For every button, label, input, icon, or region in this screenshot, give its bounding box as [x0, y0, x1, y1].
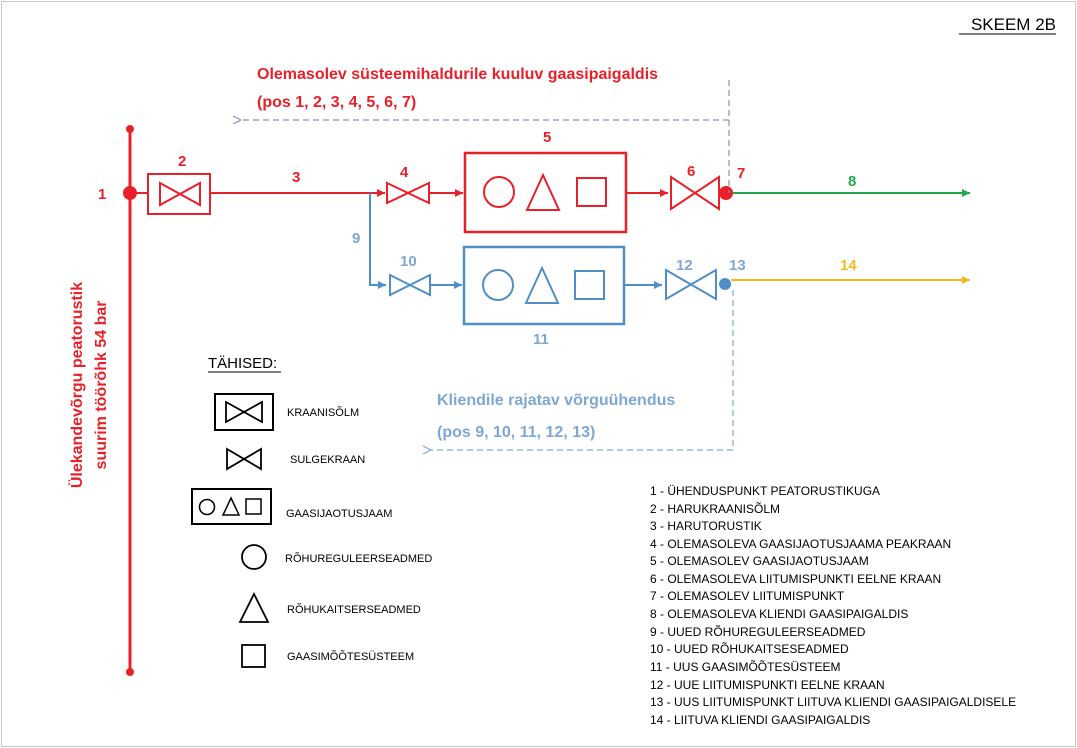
label-2: 2	[178, 153, 186, 170]
client-connection-title: Kliendile rajatav võrguühendus	[437, 392, 675, 409]
legend-label-pressure-regulators: RÕHUREGULEERSEADMED	[285, 552, 432, 565]
label-11: 11	[533, 331, 549, 348]
position-item: 8 - OLEMASOLEVA KLIENDI GAASIPAIGALDIS	[650, 607, 908, 621]
legend-heading: TÄHISED:	[208, 355, 277, 372]
gas-station-icon	[191, 488, 272, 525]
main-pipe-label-line1: Ülekandevõrgu peatorustik	[67, 282, 86, 488]
position-item: 3 - HARUTORUSTIK	[650, 519, 762, 533]
main-pipe-label-line2: suurim töörõhk 54 bar	[93, 301, 110, 470]
shutoff-valve-icon	[226, 447, 262, 471]
position-item: 1 - ÜHENDUSPUNKT PEATORUSTIKUGA	[650, 484, 880, 498]
pre-connection-valve-6	[670, 175, 720, 211]
position-item: 14 - LIITUVA KLIENDI GAASIPAIGALDIS	[650, 713, 870, 727]
label-14: 14	[840, 257, 857, 274]
client-connection-positions: (pos 9, 10, 11, 12, 13)	[437, 424, 595, 441]
position-item: 4 - OLEMASOLEVA GAASIJAOTUSJAAMA PEAKRAA…	[650, 537, 951, 551]
valve-assembly-icon	[214, 393, 274, 431]
label-6: 6	[687, 163, 695, 180]
pipeline-bottom-end	[126, 668, 134, 676]
main-pipe-label: Ülekandevõrgu peatorustik suurim töörõhk…	[67, 282, 110, 488]
circle-icon	[241, 544, 267, 570]
new-branch-pipe-9	[369, 193, 386, 289]
new-pre-connection-valve-12	[665, 268, 717, 301]
new-connection-point-13	[719, 278, 731, 290]
branch-valve-assembly	[147, 173, 211, 215]
legend-label-shutoff-valve: SULGEKRAAN	[290, 454, 365, 466]
position-item: 2 - HARUKRAANISÕLM	[650, 501, 780, 516]
position-item: 11 - UUS GAASIMÕÕTESÜSTEEM	[650, 659, 840, 674]
position-item: 7 - OLEMASOLEV LIITUMISPUNKT	[650, 589, 845, 603]
legend-label-valve-assembly: KRAANISÕLM	[287, 406, 359, 419]
legend-label-gas-metering: GAASIMÕÕTESÜSTEEM	[287, 650, 414, 663]
position-item: 6 - OLEMASOLEVA LIITUMISPUNKTI EELNE KRA…	[650, 572, 941, 586]
label-5: 5	[543, 129, 551, 146]
new-valve-10	[389, 273, 431, 297]
triangle-icon	[238, 591, 270, 623]
diagram-title: SKEEM 2B	[971, 15, 1056, 34]
label-1: 1	[98, 186, 106, 203]
position-item: 5 - OLEMASOLEV GAASIJAOTUSJAAM	[650, 554, 869, 568]
label-13: 13	[729, 257, 746, 274]
label-3: 3	[292, 169, 300, 186]
pipeline-top-end	[126, 125, 134, 133]
legend-label-pressure-protection: RÕHUKAITSERSEADMED	[287, 603, 421, 616]
square-icon	[241, 644, 266, 668]
label-7: 7	[737, 165, 745, 182]
position-item: 9 - UUED RÕHUREGULEERSEADMED	[650, 624, 866, 639]
label-12: 12	[676, 257, 693, 274]
existing-connection-point-7	[719, 186, 733, 200]
legend-label-gas-station: GAASIJAOTUSJAAM	[286, 508, 392, 520]
position-item: 12 - UUE LIITUMISPUNKTI EELNE KRAAN	[650, 678, 885, 692]
label-8: 8	[848, 173, 856, 190]
label-9: 9	[352, 230, 360, 247]
client-boundary-dashed	[430, 290, 734, 450]
label-4: 4	[400, 164, 409, 181]
main-valve-4	[386, 181, 430, 205]
position-item: 10 - UUED RÕHUKAITSESEADMED	[650, 641, 849, 656]
positions-list: 1 - ÜHENDUSPUNKT PEATORUSTIKUGA 2 - HARU…	[650, 484, 1016, 727]
symbols-legend: TÄHISED: KRAANISÕLM SULGEKRAAN GAASIJAOT…	[191, 355, 432, 668]
existing-installation-positions: (pos 1, 2, 3, 4, 5, 6, 7)	[257, 94, 416, 111]
position-item: 13 - UUS LIITUMISPUNKT LIITUVA KLIENDI G…	[650, 695, 1016, 709]
existing-installation-title: Olemasolev süsteemihaldurile kuuluv gaas…	[257, 66, 658, 83]
new-gas-station-11	[462, 245, 626, 326]
label-10: 10	[400, 253, 417, 270]
existing-gas-station	[463, 151, 628, 234]
